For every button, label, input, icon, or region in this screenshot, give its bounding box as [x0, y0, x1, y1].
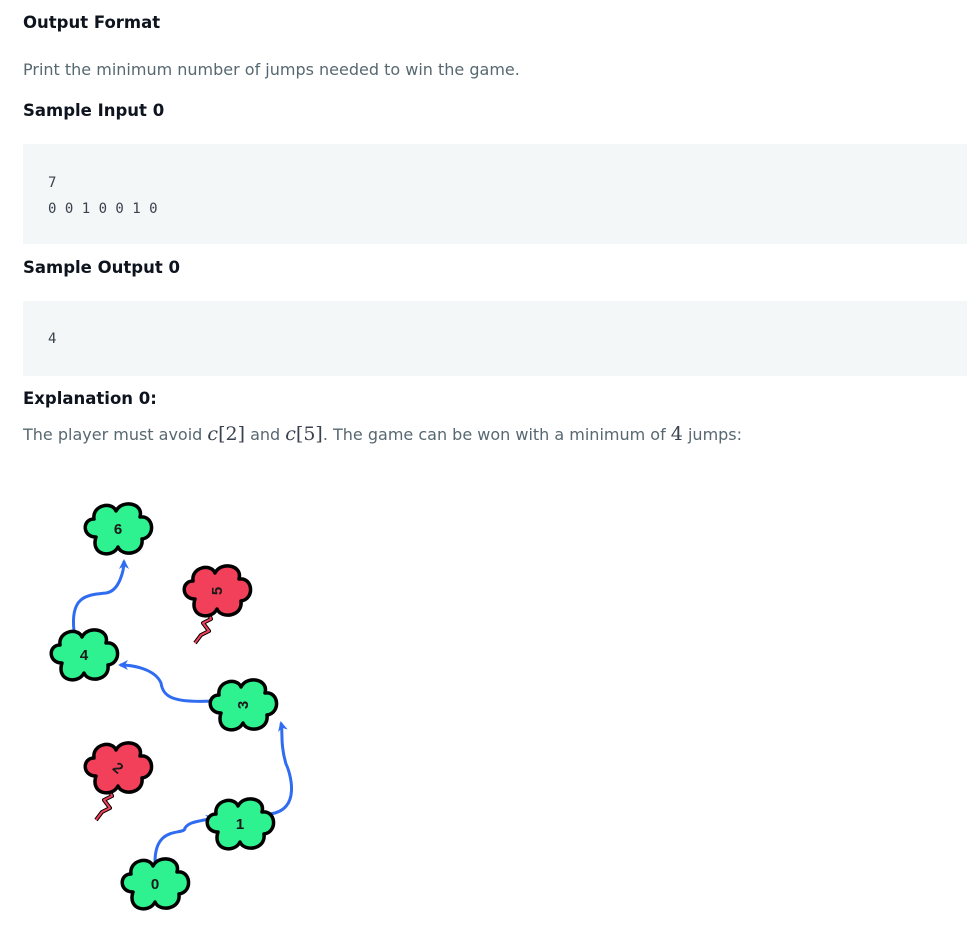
safe-cloud: 6	[83, 502, 154, 556]
thunder-cloud: 2	[83, 741, 154, 795]
safe-cloud: 4	[49, 628, 120, 682]
sample-output-block	[23, 301, 967, 376]
cloud-icon	[205, 797, 276, 851]
sample-input-line: 7	[48, 175, 57, 191]
sample-input-block	[23, 144, 967, 244]
math-c5: c[5]	[285, 423, 323, 445]
jump-arrow	[118, 660, 214, 703]
safe-cloud: 1	[205, 797, 276, 851]
sample-input-code: 7 0 0 1 0 0 1 0	[48, 170, 158, 222]
explanation-heading: Explanation 0:	[23, 389, 157, 408]
cloud-label: 0	[151, 876, 159, 893]
cloud-label: 6	[114, 521, 122, 538]
explanation-text-part: jumps:	[682, 425, 743, 444]
cloud-icon	[120, 857, 191, 911]
jump-arrow	[71, 559, 129, 632]
sample-output-heading: Sample Output 0	[23, 258, 180, 277]
math-4: 4	[670, 423, 683, 445]
safe-cloud: 0	[120, 857, 191, 911]
cloud-label: 1	[236, 816, 244, 833]
explanation-text-part: . The game can be won with a minimum of	[322, 425, 671, 444]
jump-arrow	[269, 721, 293, 816]
lightning-bolt-icon	[194, 608, 212, 644]
cloud-icon	[83, 741, 154, 795]
sample-input-line: 0 0 1 0 0 1 0	[48, 201, 158, 217]
jump-arrow	[153, 814, 216, 863]
explanation-text-part: The player must avoid	[23, 425, 208, 444]
math-c2: c[2]	[207, 423, 245, 445]
cloud-icon	[182, 564, 253, 618]
sample-output-code: 4	[48, 331, 57, 347]
cloud-icon	[208, 678, 279, 732]
output-format-text: Print the minimum number of jumps needed…	[23, 60, 520, 79]
cloud-label: 5	[209, 587, 226, 595]
cloud-label: 4	[80, 647, 89, 664]
thunder-cloud: 5	[182, 564, 253, 618]
explanation-text: The player must avoid c[2] and c[5]. The…	[23, 423, 742, 445]
cloud-icon	[83, 502, 154, 556]
safe-cloud: 3	[208, 678, 279, 732]
lightning-bolt-icon	[95, 785, 113, 821]
output-format-heading: Output Format	[23, 13, 161, 32]
sample-input-heading: Sample Input 0	[23, 101, 165, 120]
cloud-icon	[49, 628, 120, 682]
cloud-label: 3	[235, 701, 252, 709]
explanation-text-part: and	[244, 425, 286, 444]
